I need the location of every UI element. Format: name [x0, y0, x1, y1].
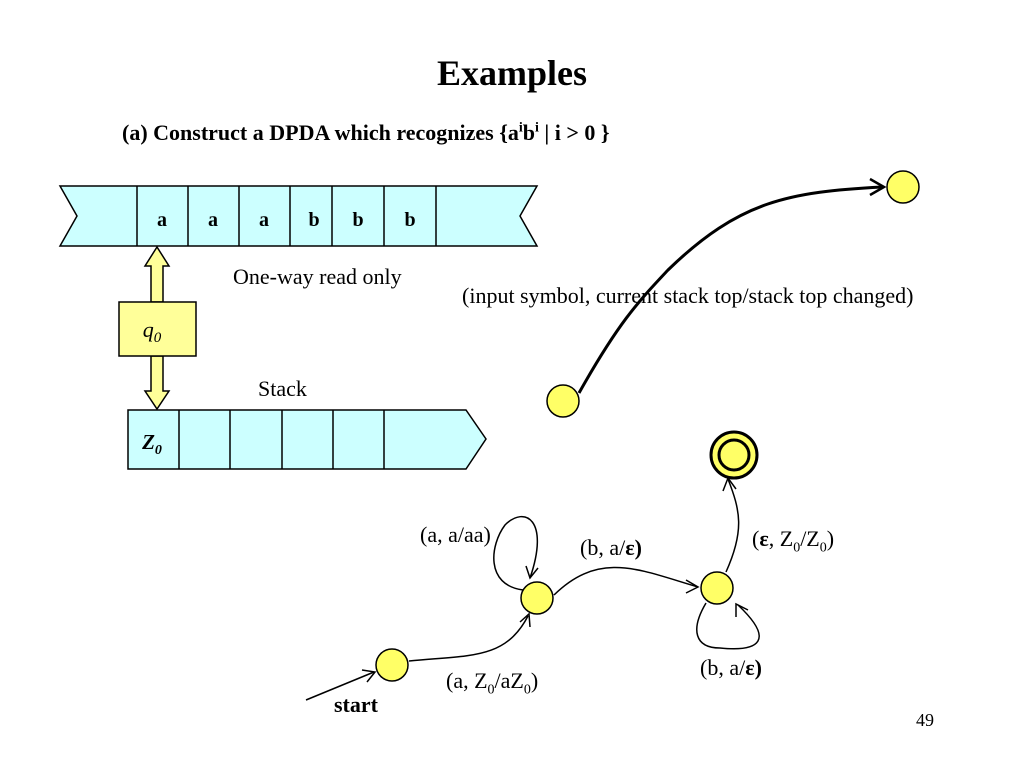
subtitle-sup2: i: [535, 120, 539, 136]
tape-cell-3: a: [259, 209, 269, 231]
control-unit: [118, 301, 197, 357]
edge-q1-q2: [553, 566, 699, 596]
tape-head-arrow: [143, 245, 171, 303]
loop-q1: [493, 515, 539, 591]
label-q2-accept-part1: (: [752, 526, 760, 551]
label-loop-q2-eps: ε: [745, 655, 755, 680]
label-q1-q2-part1: (b, a/: [580, 535, 626, 560]
input-tape: [58, 185, 539, 247]
label-loop-q2: (b, a/ε): [700, 655, 762, 681]
page-number: 49: [916, 710, 934, 730]
stack-top-symbol: Z0: [141, 430, 162, 458]
tape-cell-2: a: [208, 209, 218, 231]
edge-q0-q1: [408, 615, 529, 662]
label-q2-accept-part3: /Z: [800, 526, 820, 551]
label-q2-accept: (ε, Z0/Z0): [752, 526, 834, 556]
stack-top-letter: Z: [141, 430, 155, 454]
start-label: start: [334, 692, 378, 717]
stack-caption: Stack: [258, 376, 307, 401]
label-q0-q1-sub1: 0: [487, 682, 495, 698]
label-q0-q1-sub2: 0: [523, 682, 531, 698]
state-q2: [700, 571, 734, 605]
control-state-letter: q: [143, 317, 154, 342]
tape-cell-6: b: [404, 209, 415, 231]
label-q0-q1-part1: (a, Z: [446, 668, 488, 693]
loop-q2: [696, 602, 760, 650]
label-q2-accept-sub2: 0: [819, 540, 827, 556]
edge-q0-q1-arrowhead: [519, 612, 531, 628]
label-loop-q2-part1: (b, a/: [700, 655, 746, 680]
control-state-sub: 0: [154, 330, 162, 346]
stack-dividers: [178, 410, 385, 469]
label-q0-q1: (a, Z0/aZ0): [446, 668, 538, 698]
label-q0-q1-part3: ): [530, 668, 539, 693]
stack-top-sub: 0: [155, 443, 162, 458]
tape-cell-1: a: [157, 209, 167, 231]
state-accept-inner: [717, 438, 751, 472]
edge-q1-q2-arrowhead: [685, 579, 700, 594]
legend-target-state: [886, 170, 920, 204]
label-q2-accept-part4: ): [826, 526, 835, 551]
state-q1: [520, 581, 554, 615]
label-q1-q2-part2: ): [634, 535, 642, 560]
state-q0: [375, 648, 409, 682]
subtitle-suffix: | i > 0 }: [538, 120, 610, 145]
legend-source-state: [546, 384, 580, 418]
subtitle-mid: b: [522, 120, 536, 145]
start-arrowhead: [361, 669, 377, 683]
label-q2-accept-eps: ε: [759, 526, 769, 551]
tape-dividers: [136, 186, 437, 246]
label-q0-q1-part2: /aZ: [494, 668, 524, 693]
control-state: q0: [143, 317, 162, 346]
problem-statement: (a) Construct a DPDA which recognizes {a…: [122, 120, 610, 146]
label-q2-accept-part2: , Z: [768, 526, 794, 551]
stack: [127, 409, 487, 470]
label-q2-accept-sub1: 0: [793, 540, 801, 556]
loop-q1-arrowhead: [525, 565, 539, 580]
edge-q2-accept: [725, 478, 740, 573]
tape-caption: One-way read only: [233, 264, 402, 289]
legend-label: (input symbol, current stack top/stack t…: [462, 283, 914, 308]
legend-transition-arrow: [577, 185, 883, 394]
label-loop-q1: (a, a/aa): [420, 522, 491, 547]
label-q1-q2: (b, a/ε): [580, 535, 642, 561]
label-q1-q2-eps: ε: [625, 535, 635, 560]
label-loop-q2-part2: ): [754, 655, 762, 680]
subtitle-sup1: i: [518, 120, 523, 136]
legend-arrowhead: [869, 177, 887, 197]
stack-head-arrow: [143, 355, 171, 411]
tape-cell-5: b: [352, 209, 363, 231]
loop-q2-arrowhead: [735, 602, 749, 617]
subtitle-prefix: (a) Construct a DPDA which recognizes {a: [122, 120, 519, 145]
start-arrow: [305, 671, 375, 701]
tape-cell-4: b: [308, 209, 319, 231]
page-title: Examples: [436, 53, 587, 93]
